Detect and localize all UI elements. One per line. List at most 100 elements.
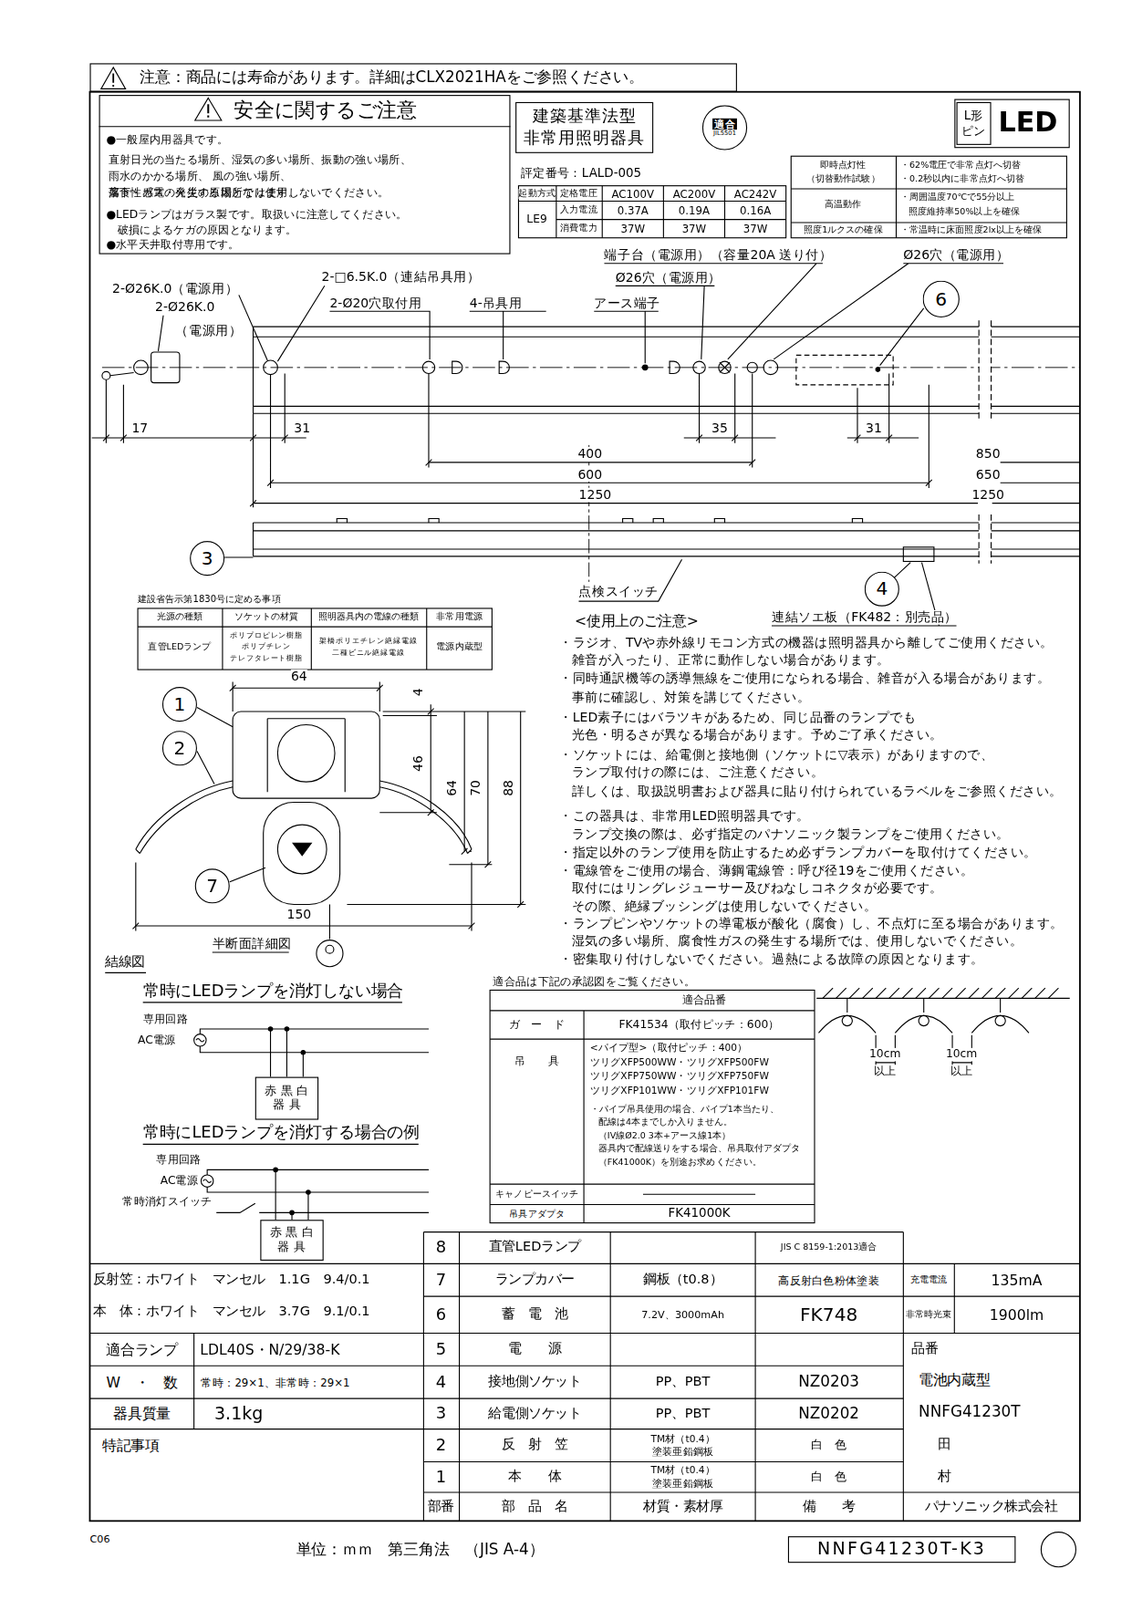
fixture-terminal-box: 赤 黒 白器 具 [259,1219,323,1261]
drawing-label: 2-Ø26K.0 [155,300,215,315]
drawing-label: 37W [743,222,769,235]
drawing-label: 村 [937,1469,952,1486]
cross-section [132,682,526,967]
callout-number: 3 [189,540,225,576]
cross-section [316,940,343,967]
sheet-frame [89,92,1080,1522]
drawing-label: ・電線管をご使用の場合、薄鋼電線管：呼び径19をご使用ください。 [559,862,974,878]
fixture-plan-view [763,360,779,375]
rating-table-grid [790,155,1067,239]
cross-section [263,802,341,905]
drawing-label: 材質・素材厚 [643,1498,723,1515]
drawing-label: FK41000K [667,1206,730,1221]
fixture-plan-view [263,360,279,375]
regulation-table-grid [137,608,492,670]
drawing-label: 蓄 電 池 [501,1307,569,1323]
drawing-label: <パイプ型>（取付ピッチ：400） [590,1042,748,1054]
drawing-label: ・密集取り付けしないでください。過熱による故障の原因となります。 [559,952,985,967]
drawing-label: 吊 具 [514,1055,560,1069]
drawing-label: 詳しくは、取扱説明書および器具に貼り付けられているラベルをご参照ください。 [571,783,1063,799]
drawing-label: 46 [411,755,426,772]
drawing-label: <使用上のご注意> [574,612,699,629]
cross-section [277,824,327,874]
drawing-label: 即時点灯性 [820,160,866,171]
fixture-plan-view [253,326,1081,414]
caution-banner: 注意：商品には寿命があります。詳細はCLX2021HAをご参照ください。 [89,62,737,92]
drawing-label: PP、PBT [655,1405,711,1422]
node-text: 4 [875,578,888,600]
drawing-label: 400 [577,446,603,462]
drawing-label: 本 体 [508,1469,561,1486]
node-text: ●一般屋内用器具です。 [105,134,229,147]
drawing-label: 1 [436,1467,447,1487]
node-text: 赤 黒 白 [264,1084,310,1099]
fixture-plan-view [796,354,894,385]
drawing-label: W ・ 数 [105,1373,177,1391]
drawing-label: PP、PBT [655,1374,711,1391]
callout-number: 2 [162,730,198,766]
drawing-label: 7.2V、3000mAh [641,1308,725,1321]
wiring-diagram [301,1049,305,1054]
drawing-label: 給電側ソケット [488,1405,582,1422]
drawing-label: 4 [411,687,426,696]
drawing-label: 1250 [971,488,1005,503]
drawing-label: 650 [976,467,1001,482]
spacing-figure [918,1015,929,1026]
technical-drawing [89,67,1080,1568]
drawing-label: 特記事項 [102,1437,160,1454]
node-text: 2 [174,737,187,759]
drawing-label: AC電源 [137,1034,176,1048]
node-text: L形 ピン [960,108,988,138]
drawing-label: 光源の種類 [156,612,203,624]
drawing-label: ガ ー ド [508,1017,566,1031]
break-mark [978,516,991,561]
drawing-label: 架橋ポリエチレン絶縁電線 [319,636,417,646]
fixture-plan-view [422,361,435,374]
drawing-label: 4-吊具用 [469,295,523,311]
fixture-side-view [224,518,1081,625]
fixture-plan-view [102,366,1081,368]
drawing-label: ・62%電圧で非常点灯へ切替 [900,160,1021,171]
drawing-label: ・指定以外のランプ使用を防止するため必ずランプカバーを取付けてください。 [559,844,1038,860]
drawing-label: 適合品は下記の承認図をご覧ください。 [492,975,696,988]
warning-icon [195,97,222,121]
drawing-label: 白 色 [810,1470,848,1485]
pin-type-box: L形 ピン [955,102,991,146]
fixture-plan-view [151,352,180,384]
drawing-label: （切替動作試験） [806,174,881,185]
wiring-diagram [306,1190,311,1195]
drawing-label: 0.19A [678,204,710,217]
drawing-label: ・パイプ吊具使用の場合、パイプ1本当たり、 [590,1104,779,1115]
drawing-label: 単位：ｍｍ 第三角法 （JIS A-4） [296,1540,545,1558]
wiring-diagram [284,1027,289,1031]
drawing-label: LDL40S・N/29/38-K [199,1340,340,1358]
spacing-figure [841,1015,852,1026]
node-text: 1 [174,694,187,716]
drawing-label: 37W [621,222,646,235]
warning-icon [112,73,115,88]
drawing-label: 反射笠：ホワイト マンセル 1.1G 9.4/0.1 [93,1272,371,1288]
drawing-label: 0.16A [739,204,771,217]
fixture-plan-view [693,361,706,374]
drawing-label: 非常時光束 [905,1309,952,1320]
drawing-label: 照度維持率50%以上を確保 [908,207,1020,218]
rating-table-grid [518,186,786,239]
drawing-label: 連結ソエ板（FK482：別売品） [771,610,958,625]
compatibility-table-grid [489,989,815,1223]
rating-table-grid [518,186,786,239]
node-text: 適合 [712,118,738,131]
drawing-label: 電源内蔵型 [436,642,482,653]
drawing-label: 10cm [945,1048,977,1061]
drawing-label: NNFG41230T [918,1402,1020,1421]
drawing-label: 品番 [911,1341,938,1358]
wiring-diagram [200,1174,213,1187]
drawing-label: 専用回路 [143,1013,188,1027]
drawing-label: 湿気の多い場所、腐食性ガスの発生する場所では、使用しないでください。 [571,934,1024,949]
wiring-diagram [199,1028,429,1078]
drawing-label: ・この器具は、非常用LED照明器具です。 [559,809,811,824]
drawing-label: 以上 [873,1065,897,1079]
drawing-label: （FK41000K）を別途お求めください。 [598,1157,762,1168]
compatibility-table-grid [489,989,815,1223]
drawing-label: 反 射 笠 [501,1437,569,1454]
